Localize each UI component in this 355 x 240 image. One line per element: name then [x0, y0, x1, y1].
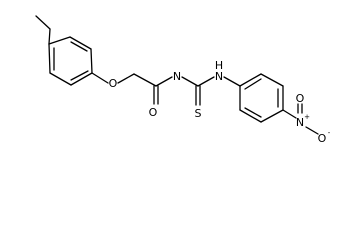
- nitro-oxygen-top-label: O: [296, 92, 305, 105]
- amide-nitrogen-atom: N: [173, 70, 181, 83]
- nitro-oxygen-bottom-atom: O -: [318, 129, 331, 145]
- carbonyl-oxygen-atom: O: [149, 106, 158, 119]
- ether-oxygen-atom: O: [109, 77, 118, 90]
- bond-ring-nitro-n: [282, 109, 297, 119]
- bond-ether-o-ch2: [117, 73, 135, 84]
- bond-thiocarbonyl-nh: [197, 76, 215, 87]
- amine-nitrogen-atom: H N: [215, 59, 223, 83]
- amide-nitrogen-label: N: [173, 70, 181, 83]
- thione-sulfur-atom: S: [195, 107, 202, 120]
- bond-ethyl-ch2: [48, 28, 51, 45]
- nitro-oxygen-top-atom: O: [296, 92, 305, 105]
- amine-nitrogen-label: N: [215, 70, 223, 83]
- bond-ethyl-ch3: [35, 15, 51, 30]
- nitro-nitrogen-label: N: [296, 116, 304, 129]
- ether-oxygen-label: O: [109, 77, 118, 90]
- thione-sulfur-label: S: [195, 107, 202, 120]
- bond-ring-ether-o: [91, 72, 109, 84]
- bond-nitro-o-bottom: [305, 126, 319, 135]
- carbonyl-oxygen-label: O: [149, 106, 158, 119]
- bond-carbonyl-n: [155, 76, 173, 87]
- nitro-oxygen-charge: -: [328, 129, 331, 137]
- molecule-diagram: O O N H N S N + O O -: [35, 15, 331, 145]
- right-benzene-ring: [239, 73, 284, 123]
- amine-hydrogen-label: H: [215, 59, 223, 72]
- bond-ch2-carbonyl: [133, 73, 157, 87]
- bond-n-thiocarbonyl: [181, 76, 199, 87]
- nitro-oxygen-bottom-label: O: [318, 132, 327, 145]
- bond-nh-ring: [223, 76, 241, 87]
- nitro-nitrogen-charge: +: [304, 113, 310, 121]
- nitro-nitrogen-atom: N +: [296, 113, 310, 129]
- left-benzene-ring: [48, 36, 93, 86]
